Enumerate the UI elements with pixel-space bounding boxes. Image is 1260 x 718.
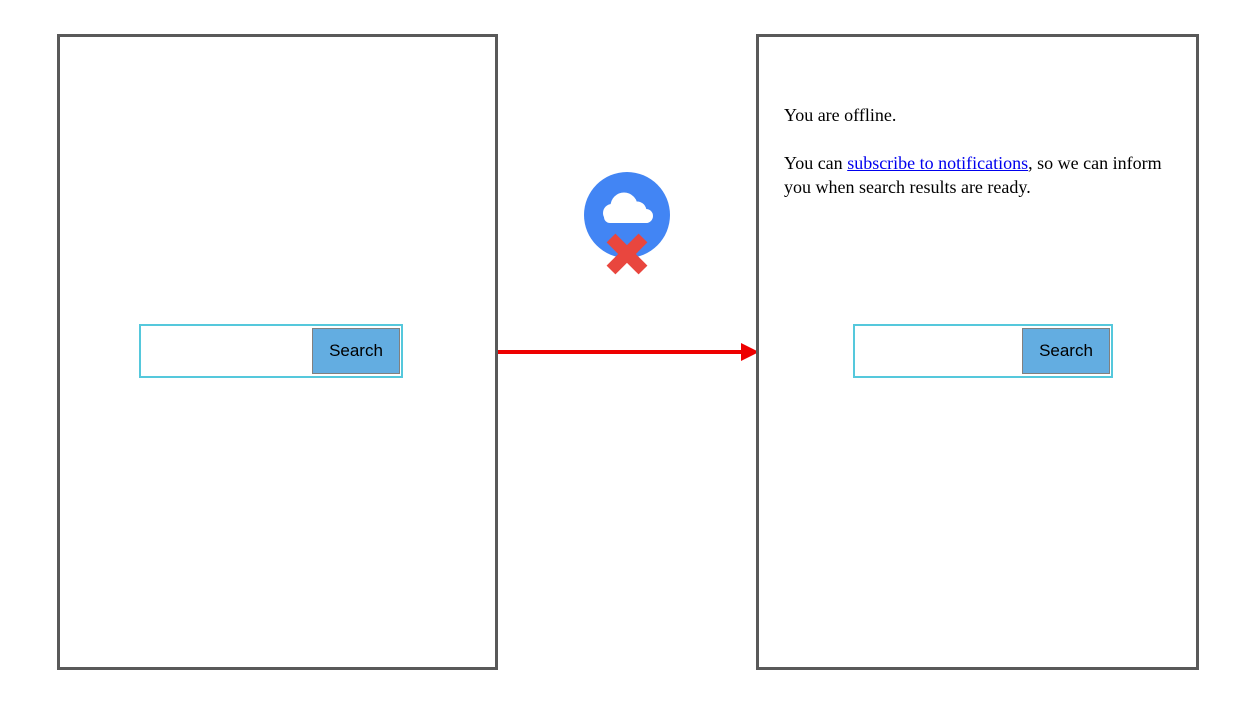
notification-text-suffix: , so we can inform you when search resul… [784,153,1162,197]
flow-right-arrow-icon [498,343,759,361]
notification-info-text: You can subscribe to notifications, so w… [784,151,1190,199]
cloud-icon [603,192,653,223]
subscribe-link[interactable]: subscribe to notifications [847,153,1029,173]
search-button[interactable]: Search [1022,328,1110,374]
search-form: Search [853,324,1113,378]
notification-text-prefix: You can [784,153,848,173]
offline-message: You are offline. You can subscribe to no… [784,103,1190,223]
search-button[interactable]: Search [312,328,400,374]
offline-cloud-icon [584,172,670,275]
before-panel: Search [57,34,498,670]
red-x-icon [606,233,648,275]
search-form: Search [139,324,403,378]
after-panel: You are offline. You can subscribe to no… [756,34,1199,670]
offline-status-text: You are offline. [784,105,897,125]
